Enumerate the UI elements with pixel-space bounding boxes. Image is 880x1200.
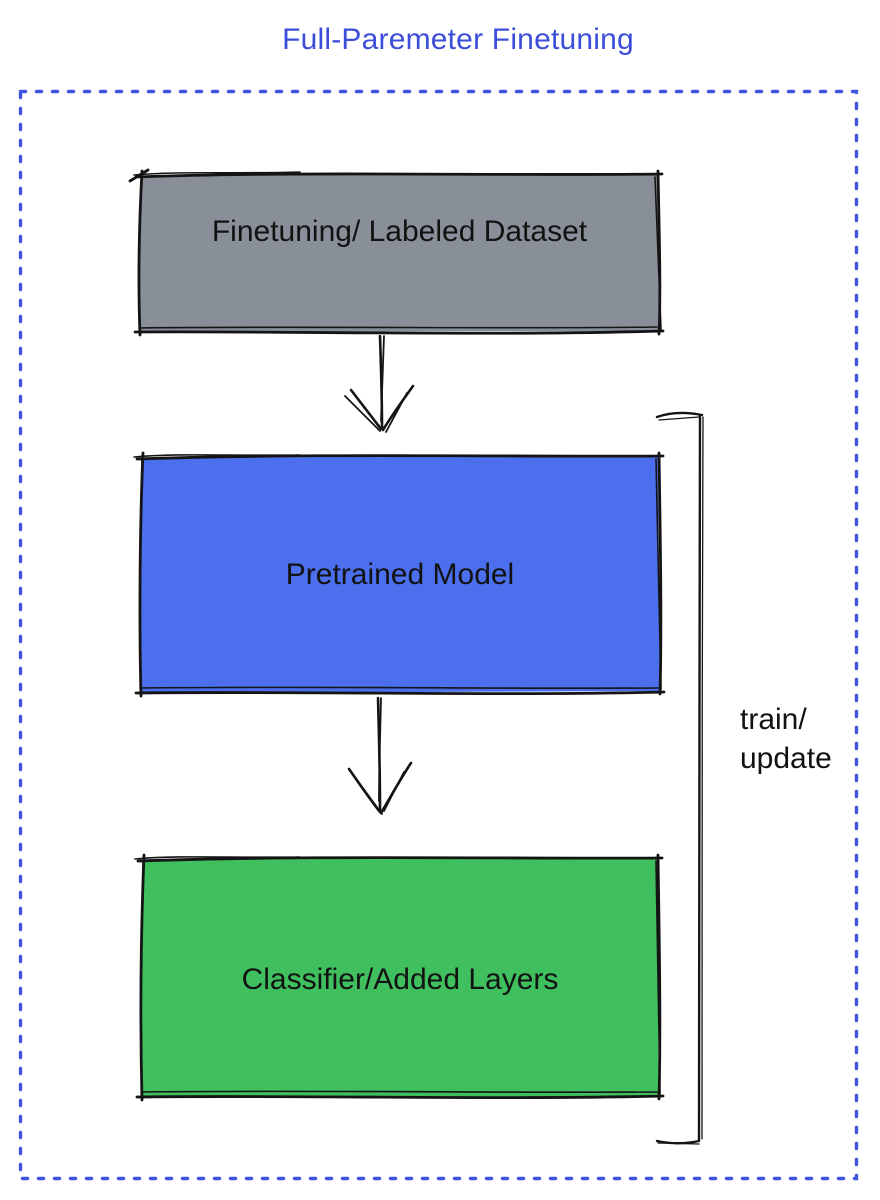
dataset-node-border bbox=[128, 168, 665, 337]
pretrained-model-node-label: Pretrained Model bbox=[285, 558, 515, 591]
pretrained-model-node-border-overdraw bbox=[133, 454, 662, 690]
train-update-bracket-overdraw bbox=[657, 416, 704, 1145]
arrow-pretrained-to-classifier-overdraw bbox=[353, 697, 405, 815]
pretrained-model-node bbox=[140, 455, 660, 693]
arrow-dataset-to-pretrained-overdraw bbox=[344, 335, 408, 433]
pretrained-model-node-border bbox=[134, 451, 666, 698]
classifier-node-label: Classifier/Added Layers bbox=[241, 963, 559, 996]
dataset-node-label: Finetuning/ Labeled Dataset bbox=[211, 215, 588, 248]
dataset-node bbox=[139, 173, 659, 332]
train-update-label-line1: train/ bbox=[740, 703, 807, 736]
classifier-node-border-overdraw bbox=[134, 856, 661, 1095]
train-update-label-line2: update bbox=[740, 742, 832, 775]
classifier-node-border bbox=[135, 853, 665, 1102]
dataset-node-border-overdraw bbox=[133, 171, 662, 330]
dashed-boundary bbox=[18, 89, 859, 1181]
diagram-title: Full-Paremeter Finetuning bbox=[282, 23, 634, 56]
train-update-bracket bbox=[655, 411, 704, 1145]
train-update-label: train/ update bbox=[740, 700, 832, 778]
classifier-node bbox=[141, 857, 659, 1098]
